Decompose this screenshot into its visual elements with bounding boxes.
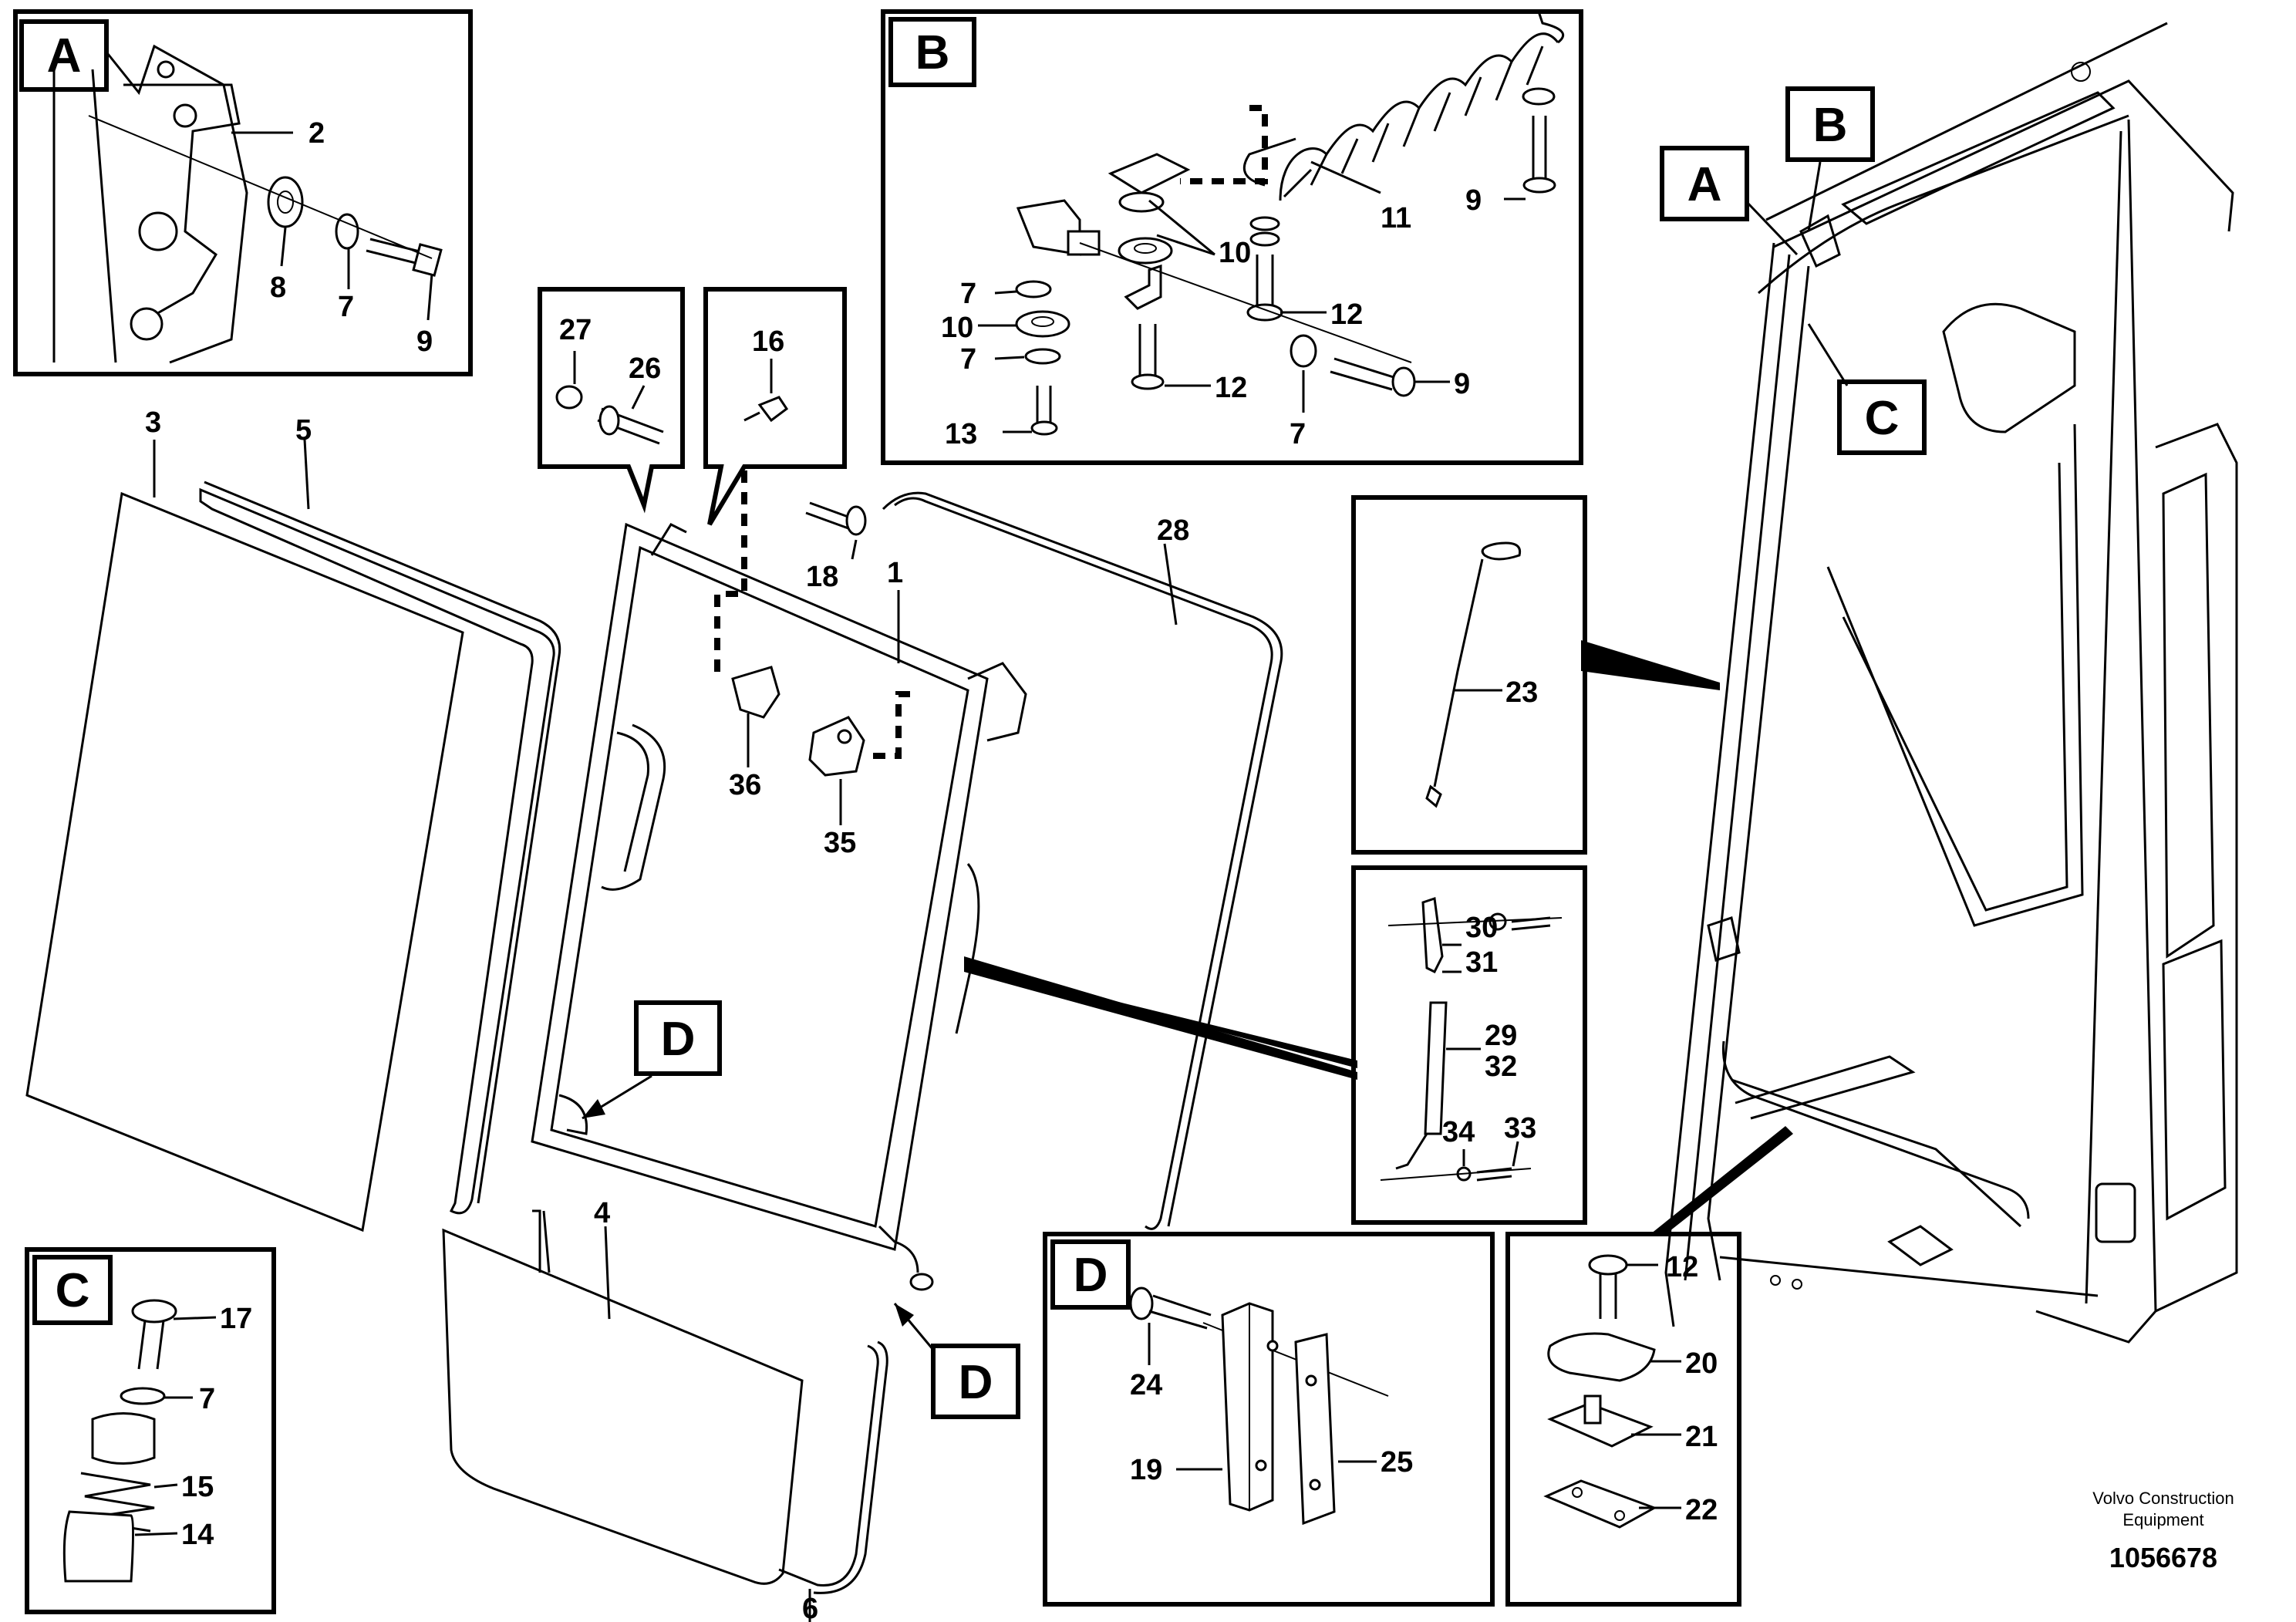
label-33: 33 bbox=[1504, 1112, 1536, 1145]
label-10-b-left: 10 bbox=[941, 312, 973, 344]
callout-a-cab: A bbox=[1660, 146, 1799, 256]
label-7-b-low: 7 bbox=[1290, 418, 1306, 450]
detail-d-letter: D bbox=[1074, 1249, 1108, 1302]
drawing-number: 1056678 bbox=[2109, 1542, 2217, 1573]
lower-panel: 4 6 bbox=[442, 1197, 888, 1622]
label-7-a: 7 bbox=[338, 291, 354, 323]
label-4: 4 bbox=[594, 1197, 610, 1229]
callout-d-upper: D bbox=[582, 1000, 722, 1120]
label-7-b-1: 7 bbox=[960, 278, 976, 310]
label-16: 16 bbox=[752, 325, 784, 358]
label-20: 20 bbox=[1685, 1347, 1718, 1380]
detail-c-letter: C bbox=[56, 1264, 90, 1317]
detail-a-letter: A bbox=[47, 29, 82, 83]
label-5: 5 bbox=[295, 414, 312, 447]
detail-16-panel: 16 bbox=[703, 287, 847, 526]
label-8: 8 bbox=[270, 271, 286, 304]
label-14: 14 bbox=[181, 1519, 214, 1551]
label-25: 25 bbox=[1381, 1446, 1413, 1479]
callout-d-lower: D bbox=[893, 1303, 1020, 1419]
detail-27-26-panel: 27 26 bbox=[538, 287, 685, 514]
label-30: 30 bbox=[1465, 912, 1498, 944]
label-35: 35 bbox=[824, 827, 856, 859]
detail-b-panel: B bbox=[881, 9, 1583, 465]
label-22: 22 bbox=[1685, 1494, 1718, 1526]
callout-d-lower-letter: D bbox=[959, 1356, 993, 1409]
company-line1: Volvo Construction bbox=[2092, 1489, 2234, 1508]
label-17: 17 bbox=[220, 1303, 252, 1335]
label-12-b-right: 12 bbox=[1330, 298, 1363, 331]
label-2: 2 bbox=[308, 117, 325, 150]
label-7-c: 7 bbox=[199, 1383, 215, 1415]
label-19: 19 bbox=[1130, 1454, 1162, 1486]
label-29: 29 bbox=[1485, 1020, 1517, 1052]
label-15: 15 bbox=[181, 1471, 214, 1503]
callout-c-cab-letter: C bbox=[1865, 392, 1900, 445]
label-1: 1 bbox=[887, 557, 903, 589]
label-7-b-2: 7 bbox=[960, 343, 976, 376]
glass-panel-assembly: 3 5 bbox=[25, 406, 561, 1233]
label-9-b-low: 9 bbox=[1454, 368, 1470, 400]
label-24: 24 bbox=[1130, 1369, 1162, 1401]
detail-23-panel: 23 bbox=[1351, 495, 1720, 855]
detail-b-letter: B bbox=[915, 26, 950, 79]
label-21: 21 bbox=[1685, 1421, 1718, 1453]
company-line2: Equipment bbox=[2122, 1510, 2203, 1529]
callout-c-cab: C bbox=[1807, 323, 1927, 455]
callout-d-upper-letter: D bbox=[661, 1013, 696, 1066]
label-18: 18 bbox=[806, 561, 838, 593]
detail-d-panel: D 24 19 25 bbox=[1043, 1232, 1495, 1607]
callout-b-cab-letter: B bbox=[1813, 99, 1848, 152]
detail-bumper-panel: 12 20 21 22 bbox=[1505, 1126, 1793, 1607]
cab-illustration bbox=[1664, 22, 2238, 1344]
label-11: 11 bbox=[1381, 202, 1411, 234]
label-12-b-mid: 12 bbox=[1215, 372, 1247, 404]
spring bbox=[1242, 11, 1565, 201]
label-9-a: 9 bbox=[416, 325, 433, 358]
label-6: 6 bbox=[802, 1593, 818, 1622]
label-12-right: 12 bbox=[1666, 1251, 1698, 1283]
detail-strut-panel: 30 31 29 32 34 33 bbox=[964, 865, 1587, 1225]
footer: Volvo Construction Equipment 1056678 bbox=[2092, 1489, 2234, 1573]
callout-a-cab-letter: A bbox=[1687, 158, 1722, 211]
label-27: 27 bbox=[559, 314, 592, 346]
detail-c-panel: C 17 7 15 14 bbox=[25, 1247, 276, 1614]
label-10-b-right: 10 bbox=[1219, 237, 1251, 269]
door-frame: 18 1 36 35 bbox=[531, 470, 1027, 1291]
label-28: 28 bbox=[1157, 514, 1189, 547]
label-36: 36 bbox=[729, 769, 761, 801]
label-32: 32 bbox=[1485, 1050, 1517, 1083]
detail-a-panel: A 2 8 7 9 bbox=[13, 9, 473, 376]
label-34: 34 bbox=[1442, 1116, 1475, 1148]
label-3: 3 bbox=[145, 406, 161, 439]
label-23: 23 bbox=[1505, 676, 1538, 709]
label-9-b-top: 9 bbox=[1465, 184, 1482, 217]
label-13: 13 bbox=[945, 418, 977, 450]
label-31: 31 bbox=[1465, 946, 1498, 979]
label-26: 26 bbox=[629, 352, 661, 385]
seal-28: 28 bbox=[882, 491, 1283, 1230]
callout-b-cab: B bbox=[1785, 86, 1875, 232]
